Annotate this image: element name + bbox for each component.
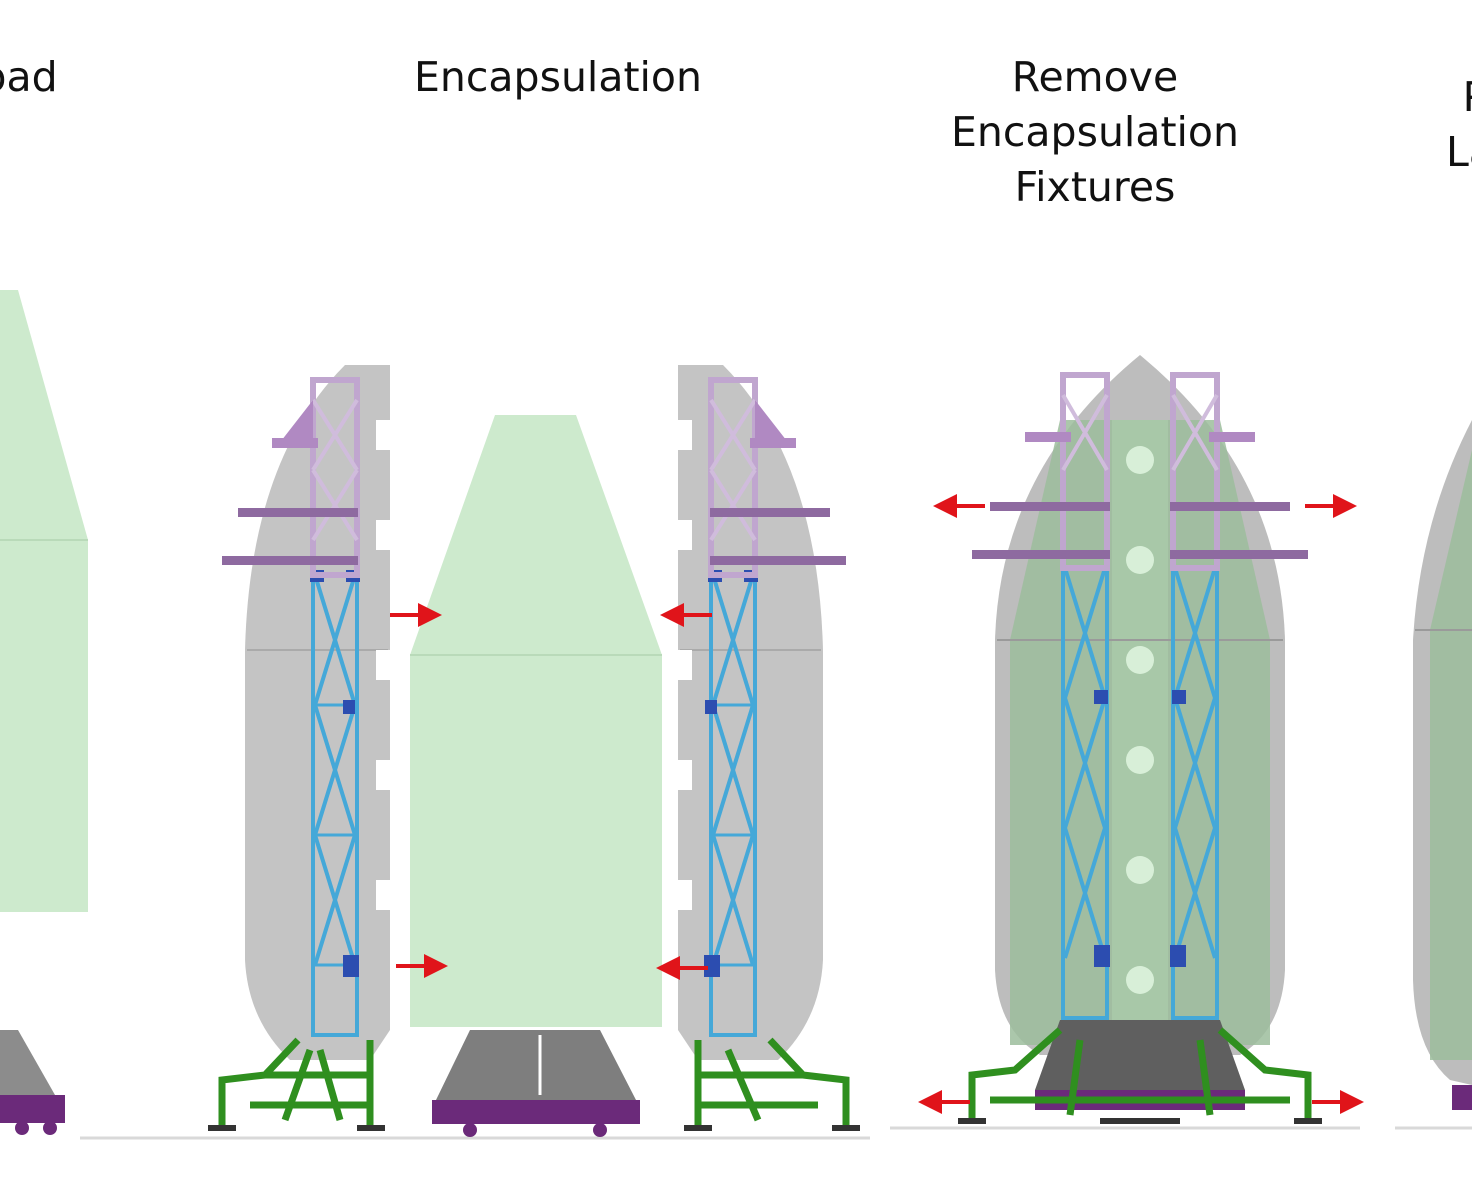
- step-label-remove-fixtures: Remove Encapsulation Fixtures: [940, 50, 1250, 215]
- step-label-prep-line2: Lau: [1446, 128, 1472, 176]
- step-label-remove-line3: Fixtures: [1014, 163, 1176, 211]
- step-label-remove-line2: Encapsulation: [951, 108, 1239, 156]
- encapsulation-adapter-cone: [436, 1030, 636, 1100]
- assembly-stand: [968, 1027, 1312, 1118]
- left-stand-wheels: [208, 1125, 385, 1131]
- payload-body: [0, 290, 88, 912]
- ground-lines: [80, 1126, 1472, 1140]
- encapsulation-payload-nose: [410, 415, 662, 655]
- closing-arrows: [390, 603, 712, 980]
- right-fixture-top-frame: [708, 377, 846, 578]
- step-label-prep-line1: Pr: [1408, 70, 1472, 125]
- assembly-right-fixture: [1170, 372, 1308, 1020]
- removal-arrows: [918, 494, 1364, 1114]
- encapsulation-payload-body: [410, 655, 662, 1027]
- step-label-encapsulation: Encapsulation: [414, 53, 702, 101]
- step-label-remove-line1: Remove: [1011, 53, 1179, 101]
- encapsulation-adapter-base: [432, 1100, 640, 1124]
- payload-adapter-base: [0, 1095, 65, 1123]
- encapsulation-payload: [410, 415, 662, 1137]
- right-stand: [694, 1037, 850, 1125]
- payload-adapter-cone: [0, 1030, 55, 1095]
- step-label-prep-launch: Pr Lau: [1408, 70, 1472, 180]
- prep-launch-stage: [1413, 420, 1472, 1110]
- payload-stage: [0, 290, 88, 1135]
- step-label-payload: load: [0, 53, 58, 101]
- assembly-left-fixture: [972, 372, 1110, 1020]
- right-stand-wheels: [684, 1125, 860, 1131]
- assembly-stand-wheels: [958, 1118, 1322, 1124]
- encapsulated-assembly: [995, 355, 1285, 1110]
- left-stand: [218, 1037, 374, 1125]
- left-fixture-top-frame: [222, 377, 360, 578]
